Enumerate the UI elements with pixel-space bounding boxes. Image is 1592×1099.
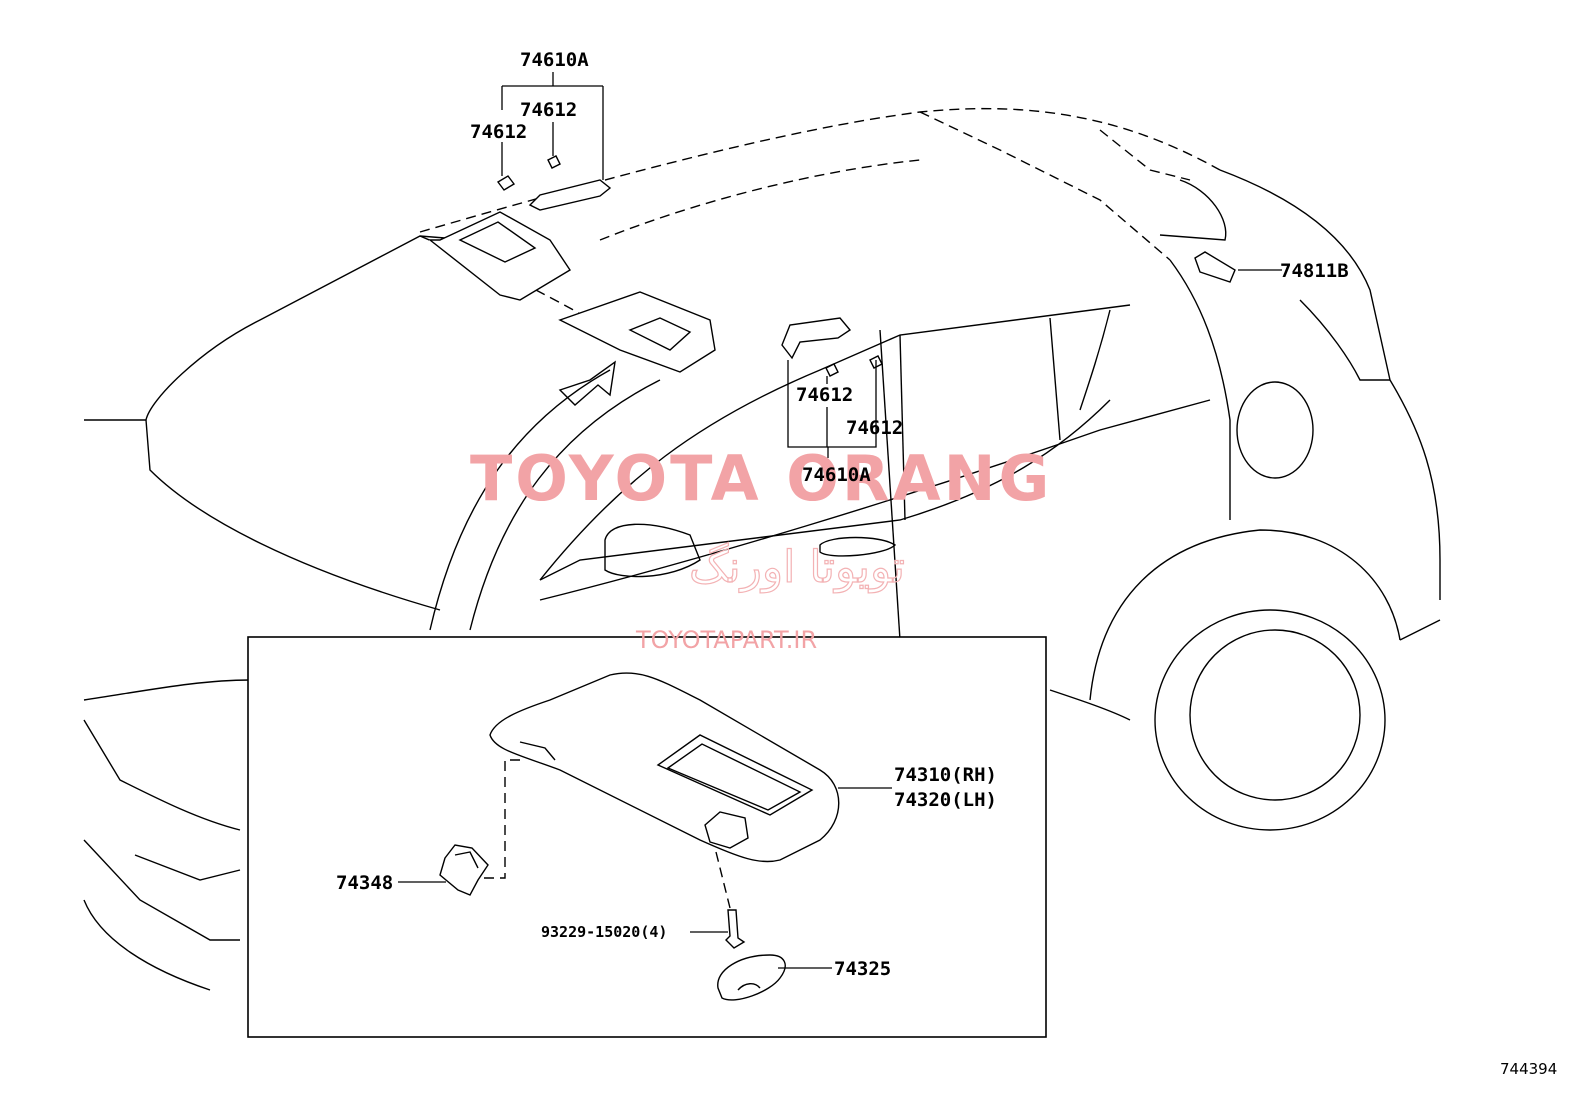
label-visor-lh: 74320(LH) [894, 789, 997, 811]
label-clip-upper-right: 74612 [520, 99, 577, 121]
leader-lines-top [501, 72, 1282, 458]
watermark-brand: TOYOTA ORANG [470, 442, 1052, 515]
label-cover: 74325 [834, 958, 891, 980]
watermark-brand-fa: تویوتا اورنگ [689, 542, 905, 593]
part-labels: 74610A 74612 74612 74811B 74612 74612 74… [336, 49, 1349, 980]
assist-grip-mid [781, 317, 883, 377]
diagram-id: 744394 [1500, 1060, 1557, 1078]
label-assist-grip-front: 74610A [520, 49, 589, 71]
label-visor-holder: 74348 [336, 872, 393, 894]
label-assist-grip-mid: 74610A [802, 464, 871, 486]
watermark: TOYOTA ORANG تویوتا اورنگ TOYOTAPART.IR [470, 442, 1052, 654]
leader-lines-detail [398, 759, 892, 969]
assist-grip-front [496, 155, 612, 211]
visor-holder [439, 844, 489, 896]
sun-visor-right-upper [558, 291, 716, 373]
visor-cover [717, 954, 786, 1001]
label-visor-rh: 74310(RH) [894, 764, 997, 786]
sun-visor-left-upper [427, 211, 571, 301]
watermark-site: TOYOTAPART.IR [635, 626, 817, 654]
label-hook-rear: 74811B [1280, 260, 1349, 282]
car-body-outline [83, 107, 1441, 991]
coat-hook-rear [1194, 251, 1236, 283]
label-clip-mid-left: 74612 [796, 384, 853, 406]
screw [725, 909, 746, 949]
label-clip-mid-right: 74612 [846, 417, 903, 439]
sun-visor-detail [489, 672, 840, 863]
label-screw: 93229-15020(4) [541, 923, 667, 941]
label-clip-upper-left: 74612 [470, 121, 527, 143]
